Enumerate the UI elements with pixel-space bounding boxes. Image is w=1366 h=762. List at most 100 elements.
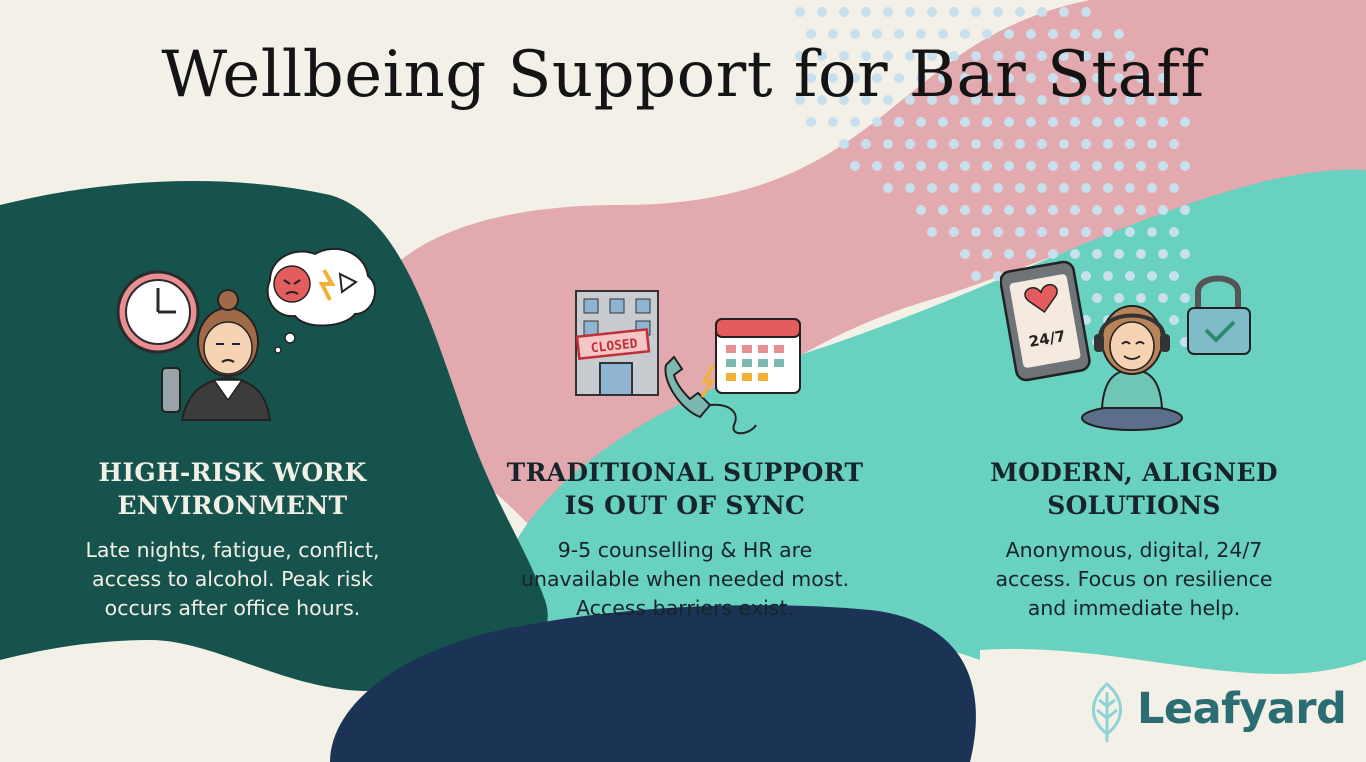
decorative-dot	[894, 161, 904, 171]
decorative-dot	[1070, 73, 1080, 83]
decorative-dot	[1059, 7, 1069, 17]
decorative-dot	[1136, 117, 1146, 127]
decorative-dot	[1059, 139, 1069, 149]
decorative-dot	[861, 139, 871, 149]
decorative-dot	[1004, 117, 1014, 127]
decorative-dot	[1048, 249, 1058, 259]
decorative-dot	[1037, 7, 1047, 17]
mint-blob	[488, 169, 1366, 695]
closed-sign: CLOSED	[590, 336, 638, 356]
decorative-dot	[971, 7, 981, 17]
decorative-dot	[1147, 95, 1157, 105]
decorative-dot	[817, 51, 827, 61]
decorative-dot	[927, 139, 937, 149]
decorative-dot	[1125, 271, 1135, 281]
decorative-dot	[1070, 205, 1080, 215]
decorative-dot	[905, 139, 915, 149]
traditional-support-illustration: CLOSED	[575, 290, 801, 435]
decorative-dot	[949, 227, 959, 237]
decorative-dot	[1169, 271, 1179, 281]
decorative-dot	[839, 7, 849, 17]
decorative-dot	[949, 183, 959, 193]
calendar-icon	[715, 318, 801, 394]
decorative-dot	[1103, 183, 1113, 193]
decorative-dot	[1114, 117, 1124, 127]
decorative-dot	[971, 271, 981, 281]
decorative-dot	[1114, 161, 1124, 171]
decorative-dot	[1169, 139, 1179, 149]
decorative-dot	[894, 29, 904, 39]
decorative-dot	[916, 205, 926, 215]
decorative-dot	[850, 117, 860, 127]
telephone-icon	[664, 355, 757, 435]
decorative-dot	[1070, 161, 1080, 171]
decorative-dot	[1037, 139, 1047, 149]
decorative-dot	[1180, 249, 1190, 259]
decorative-dot	[1037, 183, 1047, 193]
decorative-dot	[1114, 73, 1124, 83]
decorative-dot	[850, 161, 860, 171]
decorative-dot	[960, 161, 970, 171]
decorative-dot	[828, 73, 838, 83]
decorative-dot	[828, 117, 838, 127]
decorative-dot	[1081, 51, 1091, 61]
decorative-dot	[1136, 205, 1146, 215]
decorative-dot	[1114, 29, 1124, 39]
decorative-dot	[1136, 293, 1146, 303]
decorative-dot	[1147, 139, 1157, 149]
decorative-dot	[1081, 227, 1091, 237]
decorative-dot	[916, 161, 926, 171]
decorative-dot	[1092, 73, 1102, 83]
decorative-dot	[1048, 117, 1058, 127]
decorative-dot	[1125, 139, 1135, 149]
decorative-dot	[1081, 139, 1091, 149]
decorative-dot	[971, 139, 981, 149]
high-risk-illustration	[116, 248, 377, 421]
decorative-dot	[1004, 161, 1014, 171]
decorative-dot	[960, 29, 970, 39]
decorative-dot	[1037, 95, 1047, 105]
decorative-dot	[1059, 227, 1069, 237]
decorative-dot	[971, 51, 981, 61]
decorative-dot	[1169, 315, 1179, 325]
decorative-dot	[806, 73, 816, 83]
decorative-dot	[1070, 249, 1080, 259]
decorative-dot	[916, 73, 926, 83]
decorative-dot	[1092, 161, 1102, 171]
decorative-dot	[1136, 161, 1146, 171]
decorative-dot	[1136, 73, 1146, 83]
decorative-dot	[949, 95, 959, 105]
pink-blob	[395, 0, 1366, 560]
decorative-dot	[1103, 271, 1113, 281]
decorative-dot	[960, 205, 970, 215]
decorative-dot	[883, 7, 893, 17]
decorative-dot	[949, 51, 959, 61]
decorative-dot	[861, 7, 871, 17]
decorative-dot	[982, 117, 992, 127]
meditating-person-icon	[1081, 305, 1183, 431]
decorative-dot	[916, 29, 926, 39]
modern-solutions-illustration: 24/7	[1000, 260, 1251, 431]
decorative-dot	[1059, 95, 1069, 105]
decorative-dot	[1081, 183, 1091, 193]
decorative-dot	[1114, 249, 1124, 259]
decorative-dot	[1015, 183, 1025, 193]
decorative-dot	[883, 183, 893, 193]
decorative-dot	[949, 139, 959, 149]
decorative-dot	[1169, 183, 1179, 193]
decorative-dot	[1048, 161, 1058, 171]
decorative-dot	[806, 29, 816, 39]
decorative-dot	[927, 183, 937, 193]
decorative-dot	[1169, 227, 1179, 237]
decorative-dot	[1015, 51, 1025, 61]
decorative-dot	[1136, 249, 1146, 259]
smartphone-heart-icon: 24/7	[1000, 260, 1091, 382]
decorative-dot	[960, 249, 970, 259]
decorative-dot	[1092, 29, 1102, 39]
decorative-dot	[982, 73, 992, 83]
angry-thought-bubble-icon	[266, 248, 377, 354]
